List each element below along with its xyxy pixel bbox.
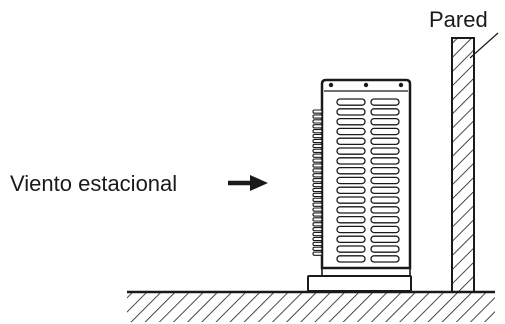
grille-slot — [336, 117, 366, 126]
unit-base — [307, 267, 412, 292]
grille-slots — [336, 98, 400, 263]
side-fin — [312, 109, 323, 114]
side-fin — [312, 246, 323, 251]
outdoor-unit — [312, 78, 412, 270]
wind-arrow — [228, 175, 268, 191]
grille-slot — [370, 108, 400, 116]
side-fin — [312, 222, 323, 227]
grille-slot — [336, 215, 366, 224]
side-fin — [312, 187, 323, 193]
side-fin — [312, 212, 323, 217]
side-fin — [312, 241, 323, 247]
grille-slot — [370, 215, 400, 224]
side-fin — [312, 133, 323, 139]
side-fin — [312, 227, 323, 232]
side-fin — [312, 168, 323, 173]
grille-slot — [336, 157, 366, 165]
grille-slot — [336, 166, 366, 175]
side-fin — [312, 178, 323, 183]
grille-slot — [370, 186, 400, 195]
grille-slot — [370, 117, 400, 126]
grille-slot — [370, 166, 400, 175]
grille-slot — [370, 157, 400, 165]
wall — [451, 37, 475, 293]
side-fin — [312, 138, 323, 144]
grille-slot — [336, 225, 366, 234]
grille-slot — [370, 98, 400, 106]
side-fin — [312, 143, 323, 149]
side-fins — [312, 109, 323, 256]
side-fin — [312, 129, 323, 134]
grille-slot — [336, 98, 366, 106]
wall-leader-line — [469, 32, 499, 59]
side-fin — [312, 182, 323, 188]
grille-slot — [336, 137, 366, 146]
side-fin — [312, 163, 323, 168]
seasonal-wind-label: Viento estacional — [10, 171, 177, 196]
grille-slot — [370, 235, 400, 244]
side-fin — [312, 119, 323, 124]
side-fin — [312, 114, 323, 119]
grille-slot — [336, 255, 366, 263]
grille-slot — [370, 206, 400, 214]
ground — [127, 290, 495, 322]
grille-slot — [336, 235, 366, 244]
grille-slot — [336, 108, 366, 116]
wall-label: Pared — [429, 7, 488, 32]
side-fin — [312, 148, 323, 153]
grille-slot — [336, 186, 366, 195]
grille-slot — [336, 206, 366, 214]
grille-slot — [370, 137, 400, 146]
grille-slot — [336, 245, 366, 253]
side-fin — [312, 153, 323, 158]
side-fin — [312, 173, 323, 178]
side-fin — [312, 202, 323, 207]
side-fin — [312, 158, 323, 163]
side-fin — [312, 197, 323, 202]
grille-slot — [370, 255, 400, 263]
grille-slot — [336, 147, 366, 155]
side-fin — [312, 124, 323, 129]
side-fin — [312, 192, 323, 198]
grille-slot — [336, 176, 366, 185]
grille-slot — [336, 127, 366, 136]
side-fin — [312, 231, 323, 237]
grille-slot — [370, 127, 400, 136]
side-fin — [312, 207, 323, 212]
grille-slot — [370, 176, 400, 185]
grille-slot — [370, 147, 400, 155]
grille-slot — [370, 245, 400, 253]
side-fin — [312, 236, 323, 242]
grille-slot — [336, 196, 366, 204]
grille-slot — [370, 225, 400, 234]
side-fin — [312, 217, 323, 222]
side-fin — [312, 251, 323, 256]
grille-slot — [370, 196, 400, 204]
